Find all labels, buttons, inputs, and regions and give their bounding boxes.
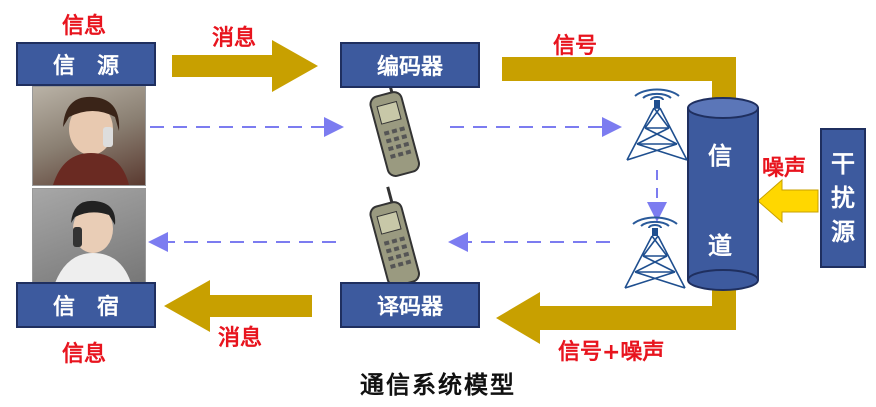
- channel-cylinder: [687, 97, 759, 291]
- message-label-top: 消息: [212, 26, 257, 51]
- message-arrow-backward: [164, 280, 312, 332]
- channel-char-1: 信: [708, 142, 732, 170]
- noise-arrow: [757, 178, 819, 224]
- receiver-photo: [32, 188, 146, 284]
- interference-char: 扰: [831, 184, 855, 212]
- signal-noise-label: 信号+噪声: [558, 340, 665, 365]
- decoder-label: 译码器: [376, 295, 443, 320]
- sender-photo: [32, 86, 146, 186]
- noise-label: 噪声: [762, 156, 807, 181]
- source-info-label: 信息: [62, 14, 107, 39]
- diagram-caption: 通信系统模型: [360, 370, 516, 399]
- interference-char: 干: [831, 150, 855, 178]
- sink-box: 信 宿: [16, 282, 156, 328]
- message-arrow-forward: [172, 40, 318, 92]
- sink-label: 信 宿: [52, 295, 119, 320]
- interference-source-box: 干 扰 源: [820, 128, 866, 268]
- person-on-phone-icon: [53, 96, 129, 185]
- source-label: 信 源: [52, 54, 119, 79]
- decoder-box: 译码器: [340, 282, 480, 328]
- interference-char: 源: [831, 218, 855, 246]
- source-box: 信 源: [16, 42, 156, 86]
- encoder-box: 编码器: [340, 42, 480, 88]
- signal-noise-arrow-path: [496, 285, 736, 344]
- mobile-phone-icon: [369, 186, 421, 287]
- antenna-tower-icon: [624, 216, 686, 289]
- signal-arrow-path: [502, 57, 736, 105]
- mobile-phone-icon: [369, 76, 421, 177]
- channel-char-2: 道: [708, 232, 732, 260]
- encoder-label: 编码器: [376, 55, 443, 80]
- antenna-tower-icon: [626, 88, 688, 161]
- signal-label: 信号: [553, 34, 598, 59]
- person-on-phone-icon: [55, 200, 131, 283]
- sink-info-label: 信息: [62, 342, 107, 367]
- message-label-bottom: 消息: [218, 326, 263, 351]
